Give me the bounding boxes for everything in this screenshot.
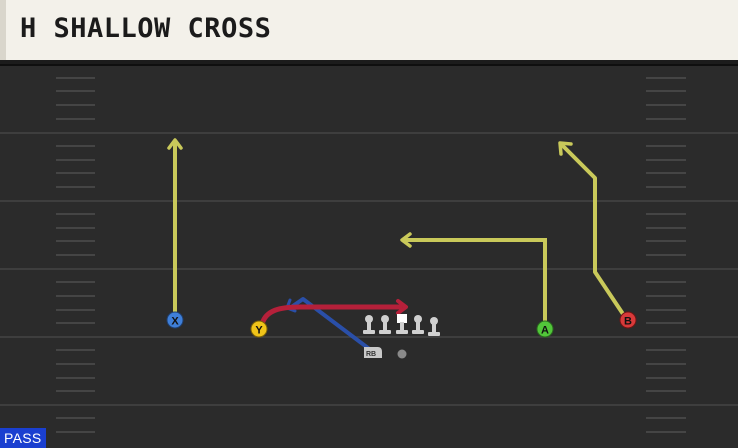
center (396, 314, 408, 334)
lineman-lt (363, 315, 375, 334)
player-b-label: B (624, 316, 632, 328)
hash-marks-left (56, 77, 95, 433)
play-field: RB X Y A B (0, 64, 738, 448)
player-x-label: X (171, 316, 179, 328)
player-a-label: A (541, 325, 549, 337)
qb-marker (397, 349, 407, 359)
lineman-rt (428, 317, 440, 336)
player-a: A (536, 320, 554, 338)
play-type-badge: PASS (0, 428, 46, 448)
player-y: Y (250, 320, 268, 338)
route-b-post (558, 141, 625, 316)
rb-marker: RB (364, 347, 382, 358)
route-x-go (167, 138, 183, 314)
play-diagram: RB X Y A B (0, 77, 738, 433)
route-y-shallow-cross (259, 299, 408, 327)
lineman-rg (412, 315, 424, 334)
header-accent (0, 0, 6, 60)
route-a-corner-in (400, 232, 547, 322)
yard-lines (0, 132, 738, 406)
lineman-lg (379, 315, 391, 334)
player-b: B (619, 311, 637, 329)
offensive-line (363, 314, 440, 336)
play-header: H SHALLOW CROSS (0, 0, 738, 64)
play-title: H SHALLOW CROSS (20, 13, 272, 44)
hash-marks-right (646, 77, 686, 433)
player-x: X (166, 311, 184, 329)
rb-label: RB (366, 351, 376, 358)
player-y-label: Y (255, 325, 263, 337)
